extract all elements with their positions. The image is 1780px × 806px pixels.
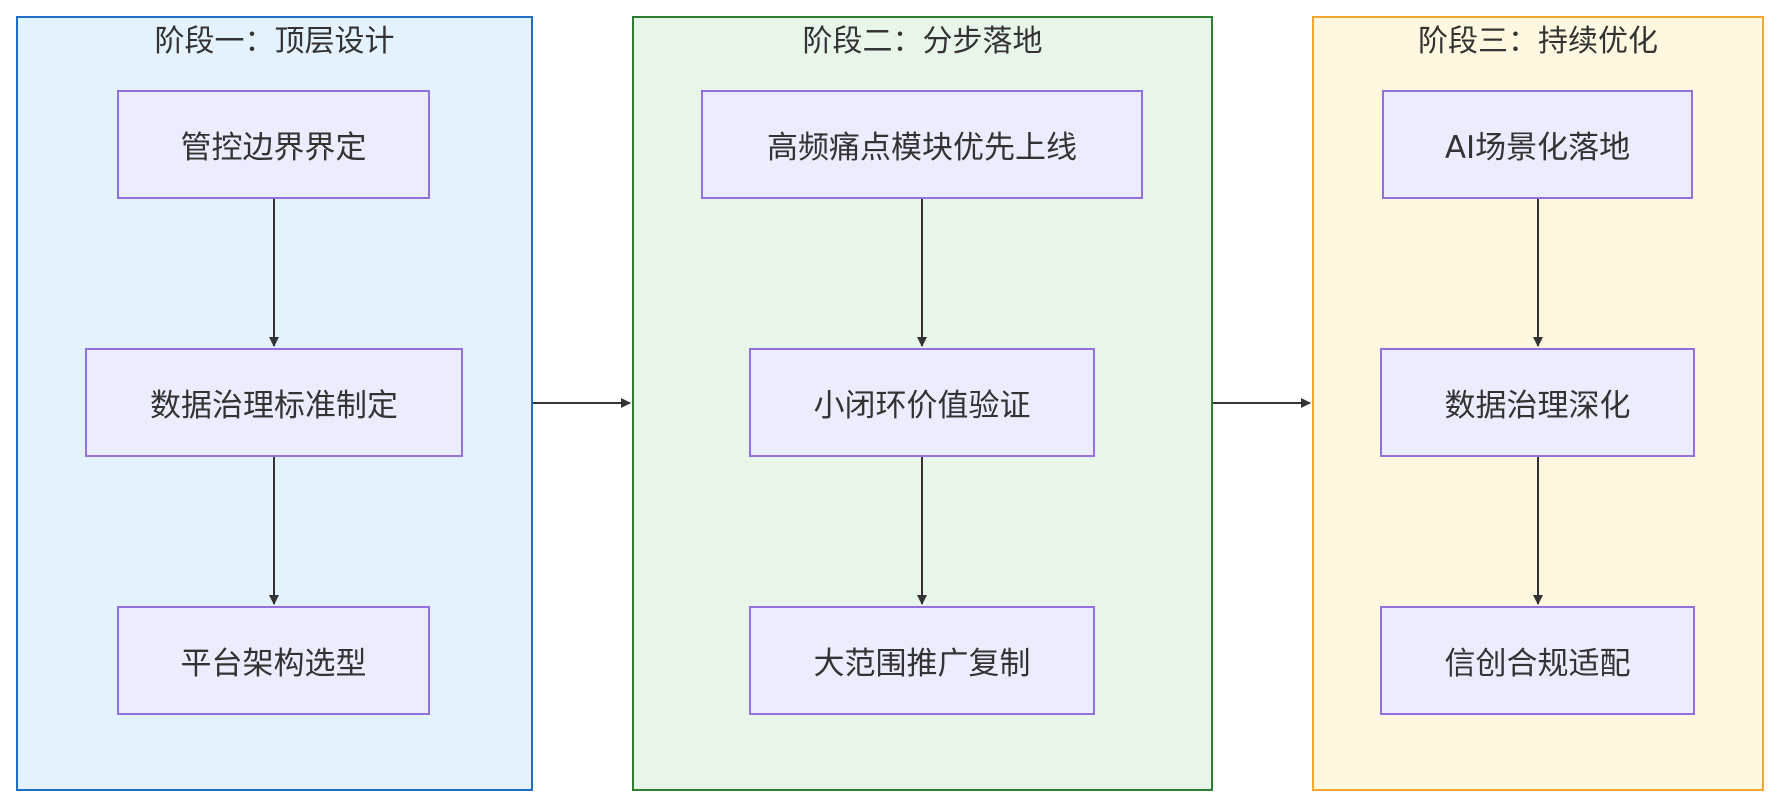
node-value-validation: 小闭环价值验证 (749, 348, 1095, 457)
node-data-governance-standards: 数据治理标准制定 (85, 348, 463, 457)
node-priority-modules: 高频痛点模块优先上线 (701, 90, 1143, 199)
node-rollout: 大范围推广复制 (749, 606, 1095, 715)
stage-1-title: 阶段一：顶层设计 (154, 24, 395, 59)
node-boundary-definition: 管控边界界定 (117, 90, 430, 199)
node-compliance-adaptation: 信创合规适配 (1380, 606, 1695, 715)
stage-3-title: 阶段三：持续优化 (1418, 24, 1658, 59)
node-data-governance-deepening: 数据治理深化 (1380, 348, 1695, 457)
node-ai-scenarios: AI场景化落地 (1382, 90, 1693, 199)
stage-2-title: 阶段二：分步落地 (802, 24, 1043, 59)
node-platform-selection: 平台架构选型 (117, 606, 430, 715)
